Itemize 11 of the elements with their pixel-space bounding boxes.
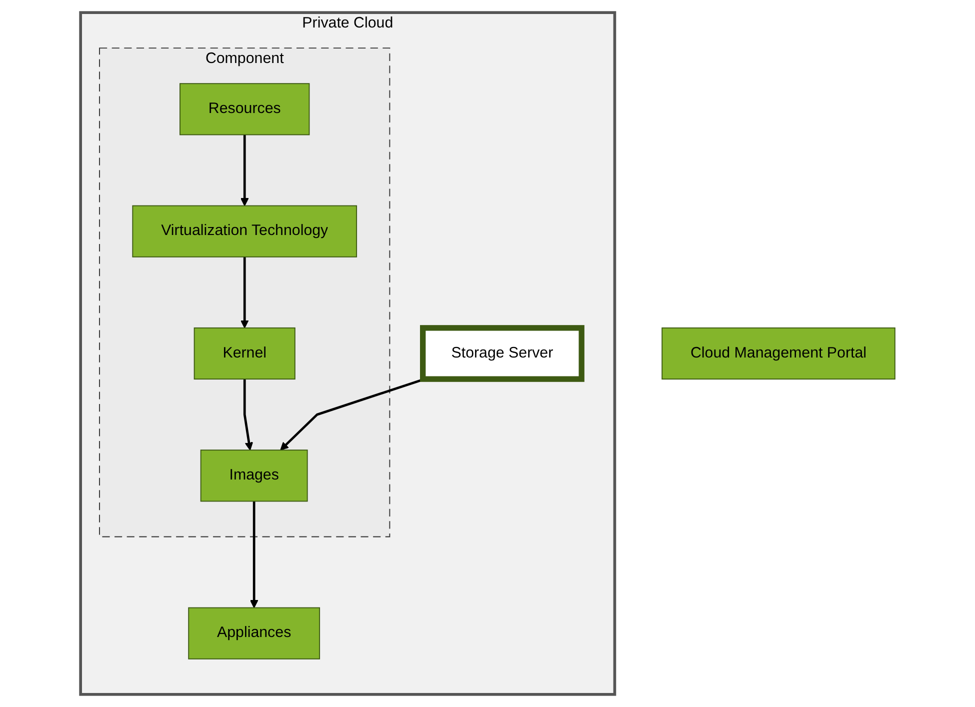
node-box: Cloud Management Portal [661, 327, 896, 380]
node-box: Virtualization Technology [132, 205, 357, 258]
arrow [250, 501, 258, 608]
arrow [243, 379, 253, 450]
node-box: Storage Server [420, 325, 584, 382]
node-box: Appliances [188, 607, 320, 660]
node-box: Images [200, 450, 308, 502]
arrow [240, 134, 249, 206]
node-box: Kernel [194, 327, 296, 380]
arrow [240, 256, 249, 328]
node-box: Resources [179, 83, 310, 136]
